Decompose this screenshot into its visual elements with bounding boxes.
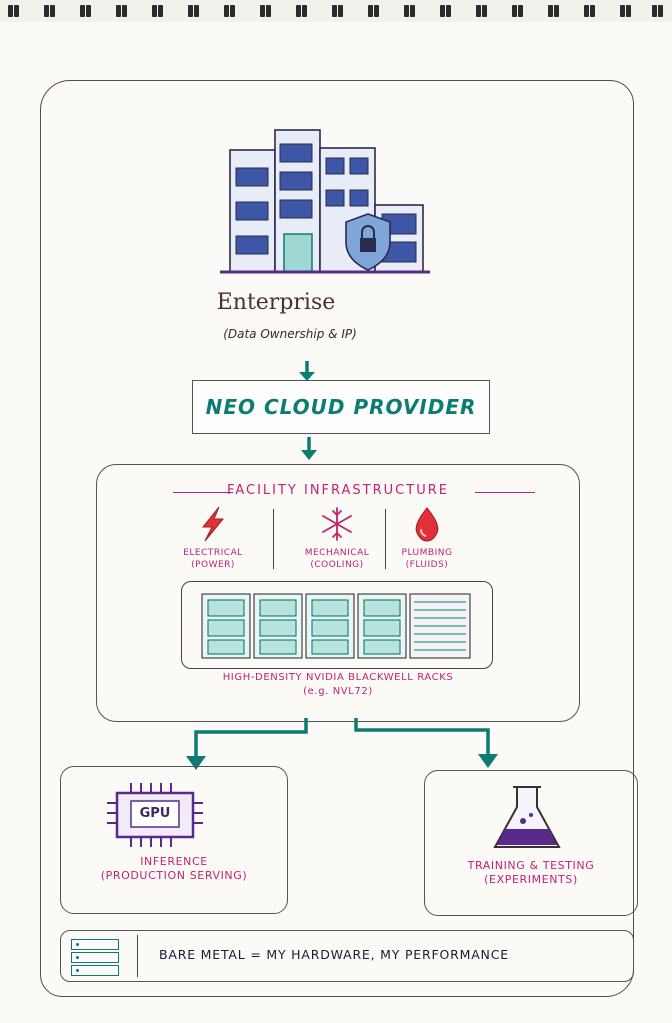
neo-cloud-provider-label: NEO CLOUD PROVIDER [205,395,477,419]
bare-metal-statement: BARE METAL = MY HARDWARE, MY PERFORMANCE [159,947,509,962]
training-label: TRAINING & TESTING [467,859,595,872]
enterprise-title: Enterprise [216,290,336,315]
inference-text: INFERENCE (PRODUCTION SERVING) [61,855,287,883]
lightning-bolt-icon [201,506,225,542]
neo-cloud-provider-box: NEO CLOUD PROVIDER [192,380,490,434]
inference-card: GPU INFERENCE (PRODUCTION SERVING) [60,766,288,914]
enterprise-subtitle: (Data Ownership & IP) [223,327,357,341]
racks-caption-line: HIGH-DENSITY NVIDIA BLACKWELL RACKS [222,672,454,683]
utility-plumbing: PLUMBING (FLUIDS) [367,505,487,571]
utility-electrical: ELECTRICAL (POWER) [153,505,273,571]
utility-detail: (FLUIDS) [405,560,449,570]
facility-infrastructure-box: FACILITY INFRASTRUCTURE ELECTRICAL (POWE… [96,464,580,722]
utility-name: MECHANICAL [304,548,370,558]
title-rule-right [475,492,535,493]
water-drop-icon [415,507,439,542]
branch-arrows [186,718,498,770]
utility-detail: (POWER) [191,560,235,570]
utility-name: PLUMBING [401,548,453,558]
inference-detail: (PRODUCTION SERVING) [100,869,248,882]
racks-caption: HIGH-DENSITY NVIDIA BLACKWELL RACKS (e.g… [97,671,579,699]
racks-example: (e.g. NVL72) [303,686,373,697]
title-rule-left [173,492,233,493]
spiral-binding [0,0,672,22]
utility-mechanical: MECHANICAL (COOLING) [277,505,397,571]
facility-title: FACILITY INFRASTRUCTURE [227,483,449,498]
utility-divider [385,509,386,569]
utility-detail: (COOLING) [310,560,364,570]
gpu-chip-label: GPU [139,806,171,821]
utility-divider [273,509,274,569]
training-card: TRAINING & TESTING (EXPERIMENTS) [424,770,638,916]
gpu-chip-icon: GPU [105,781,225,855]
snowflake-icon [322,507,352,541]
footer-divider [137,935,138,977]
inference-label: INFERENCE [140,855,208,868]
server-racks-illustration [201,593,471,659]
training-detail: (EXPERIMENTS) [484,873,578,886]
lab-flask-icon [493,786,561,848]
utility-name: ELECTRICAL [183,548,243,558]
office-building-icon [220,129,430,274]
arrow-down-icon [299,361,315,381]
gpu-racks [181,581,493,669]
training-text: TRAINING & TESTING (EXPERIMENTS) [425,859,637,887]
arrow-down-icon [301,437,317,460]
bare-metal-footer: BARE METAL = MY HARDWARE, MY PERFORMANCE [60,930,634,982]
diagram-frame [40,80,634,997]
server-stack-icon [61,931,131,981]
